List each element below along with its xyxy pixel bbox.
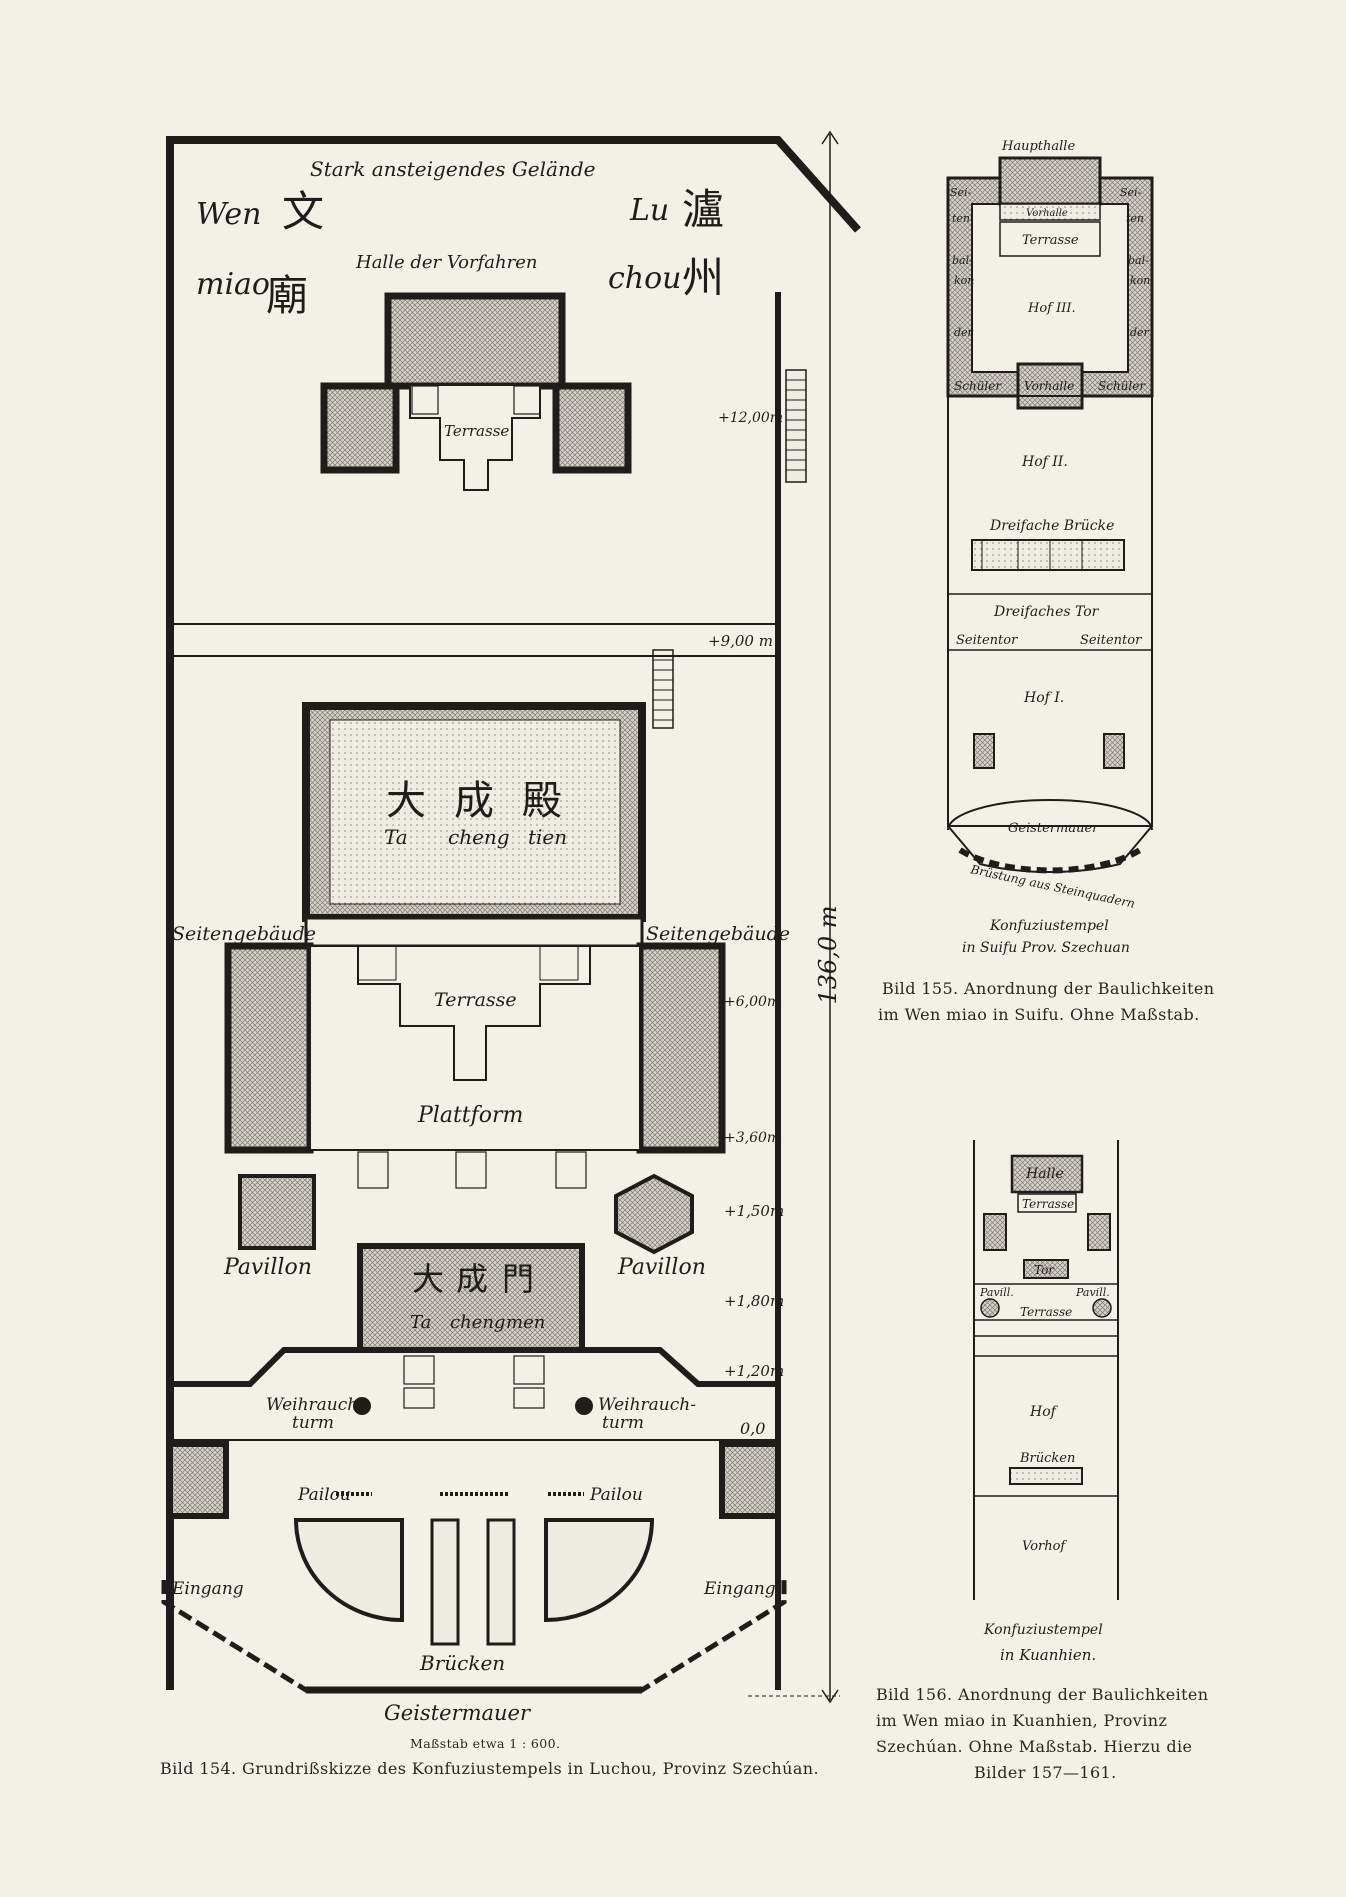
fig155-kon-right: kon [1130, 274, 1150, 287]
wen-label: Wen [196, 197, 261, 232]
fig155-students-right: Schüler [1098, 379, 1146, 393]
terrain-label: Stark ansteigendes Gelände [310, 157, 595, 181]
fig155-der-right: der [1130, 326, 1150, 339]
fig155-balcony-left: bal- [952, 254, 973, 267]
fig155-caption-1: Bild 155. Anordnung der Baulichkeiten [882, 979, 1215, 998]
fig156-gate: Tor [1034, 1263, 1055, 1277]
incense-tower-right-label-2: turm [602, 1413, 644, 1433]
fig156-pavill-right: Pavill. [1075, 1286, 1110, 1299]
fig156-caption-1: Bild 156. Anordnung der Baulichkeiten [876, 1685, 1209, 1704]
fig155-der-left: der [954, 326, 974, 339]
fig155-kon-left: kon [954, 274, 974, 287]
fig156-title-1: Konfuziustempel [983, 1622, 1103, 1638]
incense-tower-right-label: Weihrauch- [598, 1395, 696, 1415]
incense-tower-left-label-2: turm [292, 1413, 334, 1433]
pavilion-left-label: Pavillon [223, 1255, 312, 1280]
fig155-court2: Hof II. [1021, 454, 1068, 470]
platform-terrace-label: Terrasse [434, 989, 517, 1011]
hall-roman-2: cheng [448, 825, 510, 849]
fig155-students-left: Schüler [954, 379, 1002, 393]
fig155-plan [946, 156, 1154, 874]
hall-roman-3: tien [528, 825, 567, 849]
length-dimension: 136,0 m [814, 905, 842, 1004]
fig156-bridges: Brücken [1019, 1451, 1075, 1466]
entrance-right-label: Eingang [703, 1579, 776, 1599]
level-3: +6,00m [724, 994, 780, 1010]
lu-char: 瀘 [682, 185, 724, 234]
pailou-left-label: Pailou [297, 1485, 351, 1505]
fig156-caption-3: Szechúan. Ohne Maßstab. Hierzu die [876, 1737, 1193, 1756]
fig154-plan [161, 130, 861, 1704]
fig156-court: Hof [1029, 1404, 1059, 1420]
level-4: +3,60m [724, 1130, 780, 1146]
spirit-wall-label: Geistermauer [384, 1701, 532, 1725]
fig154-scale-note: Maßstab etwa 1 : 600. [410, 1736, 561, 1751]
fig155-triple-gate: Dreifaches Tor [993, 604, 1100, 620]
gate-char-2: 成 [456, 1260, 488, 1298]
upper-terrace-label: Terrasse [444, 422, 509, 440]
fig155-triple-bridge: Dreifache Brücke [989, 518, 1114, 534]
ancestors-hall-label: Halle der Vorfahren [355, 252, 537, 273]
entrance-left-label: Eingang [171, 1579, 244, 1599]
fig155-sei-left: Sei- [950, 186, 972, 199]
fig155-sei-right: Sei- [1120, 186, 1142, 199]
gate-char-3: 門 [502, 1260, 534, 1298]
level-7: +1,20m [724, 1362, 784, 1380]
wen-char: 文 [282, 187, 324, 236]
miao-char: 廟 [266, 271, 308, 320]
fig155-caption-2: im Wen miao in Suifu. Ohne Maßstab. [878, 1005, 1200, 1024]
fig155-parapet: Brüstung aus Steinquadern [968, 862, 1136, 911]
fig155-balcony-right: bal- [1128, 254, 1149, 267]
platform-label: Plattform [417, 1103, 523, 1128]
fig156-terrace-2: Terrasse [1020, 1305, 1072, 1319]
fig155-side-gate-left: Seitentor [956, 633, 1018, 648]
incense-tower-left-label: Weihrauch [266, 1395, 358, 1415]
hall-roman-1: Ta [384, 825, 408, 849]
level-6: +1,80m [724, 1292, 784, 1310]
fig155-ten-right: ten [1126, 212, 1144, 225]
hall-char-3: 殿 [522, 778, 562, 824]
fig155-hall-short: Vorhalle [1026, 208, 1068, 219]
hall-char-2: 成 [454, 778, 494, 824]
fig156-forecourt: Vorhof [1022, 1539, 1067, 1554]
fig156-plan [973, 1140, 1119, 1600]
fig155-ten-left: ten [952, 212, 970, 225]
fig155-side-gate-right: Seitentor [1080, 633, 1142, 648]
chou-label: chou [608, 261, 682, 296]
fig156-caption-4: Bilder 157—161. [974, 1763, 1117, 1782]
fig156-title-2: in Kuanhien. [1000, 1646, 1096, 1664]
fig155-title-1: Konfuziustempel [989, 918, 1109, 934]
level-2: +9,00 m [708, 632, 773, 650]
gate-char-1: 大 [412, 1260, 444, 1298]
fig155-spirit-wall: Geistermauer [1008, 821, 1099, 836]
fig155-vorhalle: Vorhalle [1024, 379, 1074, 393]
side-buildings-right-label: Seitengebäude [646, 923, 790, 945]
gate-roman-3: men [506, 1312, 545, 1333]
hall-char-1: 大 [386, 778, 426, 824]
level-8: 0,0 [740, 1419, 765, 1438]
lu-label: Lu [629, 193, 669, 228]
fig155-main-hall: Haupthalle [1001, 139, 1075, 154]
fig156-hall: Halle [1025, 1166, 1064, 1182]
level-1: +12,00m [718, 410, 783, 426]
gate-roman-2: cheng [450, 1312, 505, 1333]
fig156-caption-2: im Wen miao in Kuanhien, Provinz [876, 1711, 1168, 1730]
fig155-court1: Hof I. [1023, 690, 1064, 706]
fig155-terrace: Terrasse [1022, 233, 1079, 248]
fig155-title-2: in Suifu Prov. Szechuan [962, 940, 1130, 956]
fig156-terrace: Terrasse [1022, 1197, 1074, 1211]
miao-label: miao [196, 267, 270, 302]
fig155-court3: Hof III. [1027, 301, 1076, 316]
fig154-caption: Bild 154. Grundrißskizze des Konfuziuste… [160, 1759, 819, 1778]
pavilion-right-label: Pavillon [617, 1255, 706, 1280]
bridges-label: Brücken [419, 1651, 505, 1675]
gate-roman-1: Ta [410, 1312, 431, 1333]
chou-char: 州 [682, 253, 724, 302]
level-5: +1,50m [724, 1202, 784, 1220]
pailou-right-label: Pailou [589, 1485, 643, 1505]
fig156-pavill-left: Pavill. [979, 1286, 1014, 1299]
side-buildings-left-label: Seitengebäude [172, 923, 316, 945]
